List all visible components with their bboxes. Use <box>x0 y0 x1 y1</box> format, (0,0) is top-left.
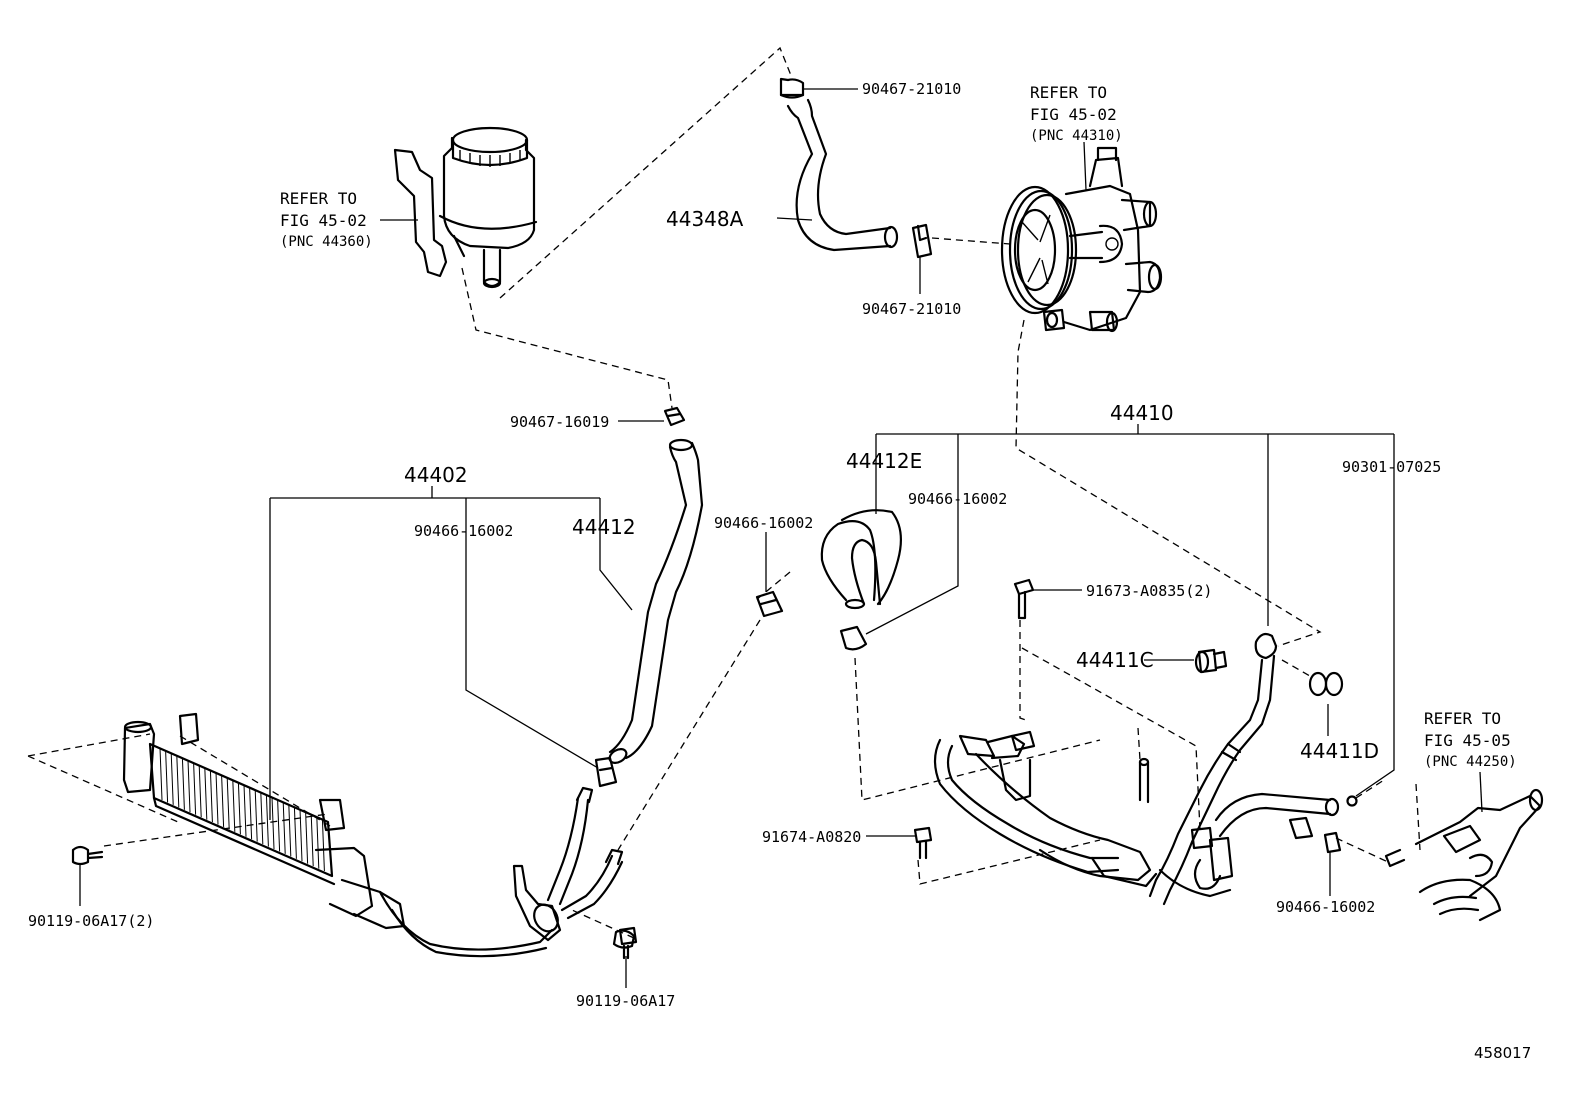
oil-cooler-illustration <box>122 712 554 958</box>
cooler-fin <box>288 804 292 857</box>
cooler-fin <box>187 760 191 813</box>
callout-reservoir-line3: (PNC 44360) <box>280 234 373 250</box>
label-bolt-cooler: 90119-06A17(2) <box>28 912 154 930</box>
label-clip-cooler: 90466-16002 <box>414 522 513 540</box>
cooler-fin <box>310 814 314 867</box>
cooler-fin <box>243 784 247 837</box>
cooler-fin <box>293 806 297 859</box>
cooler-fin <box>316 816 320 869</box>
cooler-fin <box>254 789 258 842</box>
label-bolt-mid: 91674-A0820 <box>762 828 861 846</box>
leader-lines <box>79 88 1483 988</box>
hose-e-illustration <box>820 509 903 610</box>
cooler-fin <box>170 752 174 805</box>
fastener-illustrations <box>71 578 1358 960</box>
dashed-connector-lines <box>27 46 1421 939</box>
callout-gear-line3: (PNC 44250) <box>1424 754 1517 770</box>
label-hose-return: 44412 <box>572 515 636 539</box>
cooler-fin <box>232 779 236 832</box>
cooler-fin <box>277 799 281 852</box>
callout-gear-line2: FIG 45-05 <box>1424 731 1511 750</box>
label-gasket-d: 44411D <box>1300 739 1379 763</box>
label-gasket: 90301-07025 <box>1342 458 1441 476</box>
label-union-bolt: 44411C <box>1076 648 1154 672</box>
label-cooler-assy: 44402 <box>404 463 468 487</box>
label-clip-gear: 90466-16002 <box>1276 898 1375 916</box>
label-hose-e: 44412E <box>846 449 922 473</box>
label-clamp-top: 90467-21010 <box>862 80 961 98</box>
cooler-fin <box>237 782 241 835</box>
cooler-fin <box>204 767 208 820</box>
catalog-number: 458017 <box>1474 1044 1531 1062</box>
label-clip-mid: 90466-16002 <box>714 514 813 532</box>
cooler-fin <box>209 770 213 823</box>
reservoir-illustration <box>393 126 538 289</box>
label-tube-assy: 44410 <box>1110 401 1174 425</box>
steering-gear-illustration <box>1384 788 1544 922</box>
callout-gear-line1: REFER TO <box>1424 709 1501 728</box>
callout-pump-line2: FIG 45-02 <box>1030 105 1117 124</box>
cooler-fin <box>226 777 230 830</box>
callout-reservoir-line2: FIG 45-02 <box>280 211 367 230</box>
cooler-fin <box>249 787 253 840</box>
cooler-fin <box>159 747 163 801</box>
cooler-fin <box>221 774 225 827</box>
pump-illustration <box>1000 146 1163 333</box>
label-clip-e: 90466-16002 <box>908 490 1007 508</box>
suction-hose-illustration <box>779 77 933 259</box>
cooler-fin <box>271 796 275 850</box>
label-hose-suction: 44348A <box>666 207 744 231</box>
callout-reservoir-line1: REFER TO <box>280 189 357 208</box>
label-bolt-bracket: 90119-06A17 <box>576 992 675 1010</box>
clip-illustrations <box>594 590 1342 854</box>
cooler-fin <box>282 801 286 854</box>
cooler-fin <box>193 762 197 815</box>
diagram-labels: REFER TO FIG 45-02 (PNC 44360) REFER TO … <box>28 80 1531 1062</box>
cooler-fin <box>305 811 309 864</box>
label-clamp-reservoir: 90467-16019 <box>510 413 609 431</box>
pressure-tube-illustration <box>933 632 1340 906</box>
cooler-fin <box>165 750 169 803</box>
cooler-fin <box>321 819 325 872</box>
label-clamp-pump: 90467-21010 <box>862 300 961 318</box>
cooler-fin <box>215 772 219 825</box>
cooler-fin <box>299 809 303 862</box>
cooler-fin <box>176 755 180 808</box>
cooler-fin <box>260 792 264 845</box>
return-hose-illustration <box>608 406 704 764</box>
callout-pump-line3: (PNC 44310) <box>1030 128 1123 144</box>
cooler-pipes-illustration <box>512 786 638 946</box>
cooler-fin <box>181 757 185 810</box>
cooler-fin <box>265 794 269 847</box>
cooler-fin <box>198 765 202 818</box>
label-bolt-top: 91673-A0835(2) <box>1086 582 1212 600</box>
callout-pump-line1: REFER TO <box>1030 83 1107 102</box>
